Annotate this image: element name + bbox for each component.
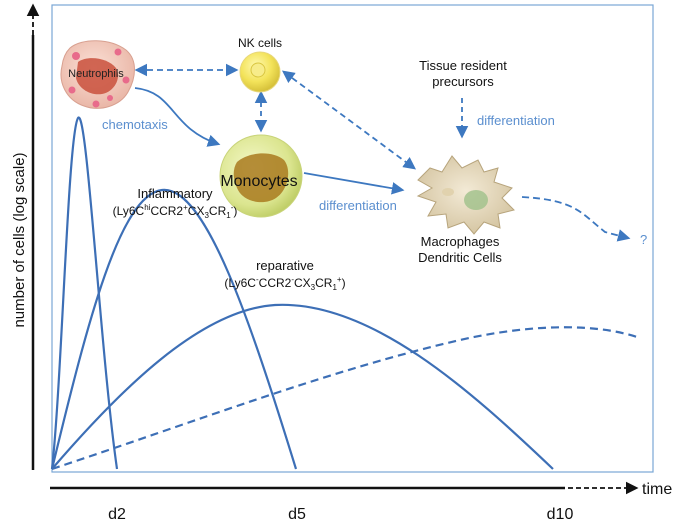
neutrophils-label: Neutrophils [68, 68, 124, 80]
reparative-title: reparative [256, 258, 314, 273]
nk-macrophage-arrow [281, 70, 417, 170]
nk-cell-icon [239, 51, 281, 93]
x-tick-d2: d2 [108, 506, 126, 523]
inflammatory-title: Inflammatory [137, 186, 213, 201]
x-axis-label: time [642, 481, 672, 498]
inflammatory-phenotype-label: (Ly6ChiCCR2+CX3CR1-) [113, 203, 238, 220]
chemotaxis-label: chemotaxis [102, 117, 168, 132]
macrophages-label: Macrophages [421, 234, 500, 249]
neutrophil-curve [50, 116, 119, 470]
x-tick-d5: d5 [288, 506, 306, 523]
differentiation-label-top: differentiation [477, 113, 555, 128]
x-tick-d10: d10 [547, 506, 574, 523]
differentiation-label-middle: differentiation [319, 198, 397, 213]
inflammatory-monocyte-curve [50, 188, 298, 470]
macrophage-curve [51, 326, 638, 471]
monocytes-label: Monocytes [220, 173, 297, 190]
nk-cells-label: NK cells [238, 36, 282, 50]
tissue-resident-label-line1: Tissue resident [419, 58, 507, 73]
tissue-resident-label-line2: precursors [432, 74, 494, 89]
reparative-monocyte-curve [51, 303, 554, 470]
macrophage-cell-icon [416, 155, 515, 235]
unknown-fate-arrow [521, 196, 631, 242]
reparative-phenotype-label: (Ly6C-CCR2-CX3CR1+) [224, 275, 345, 292]
neutrophil-cell-icon [60, 40, 135, 109]
plot-frame [51, 4, 654, 473]
differentiation-arrow [303, 172, 405, 195]
monocyte-cell-icon [219, 134, 303, 218]
chemotaxis-arrow [134, 87, 221, 147]
y-axis-label: number of cells (log scale) [11, 152, 28, 327]
dendritic-cells-label: Dendritic Cells [418, 250, 502, 265]
question-mark-label: ? [640, 232, 647, 247]
